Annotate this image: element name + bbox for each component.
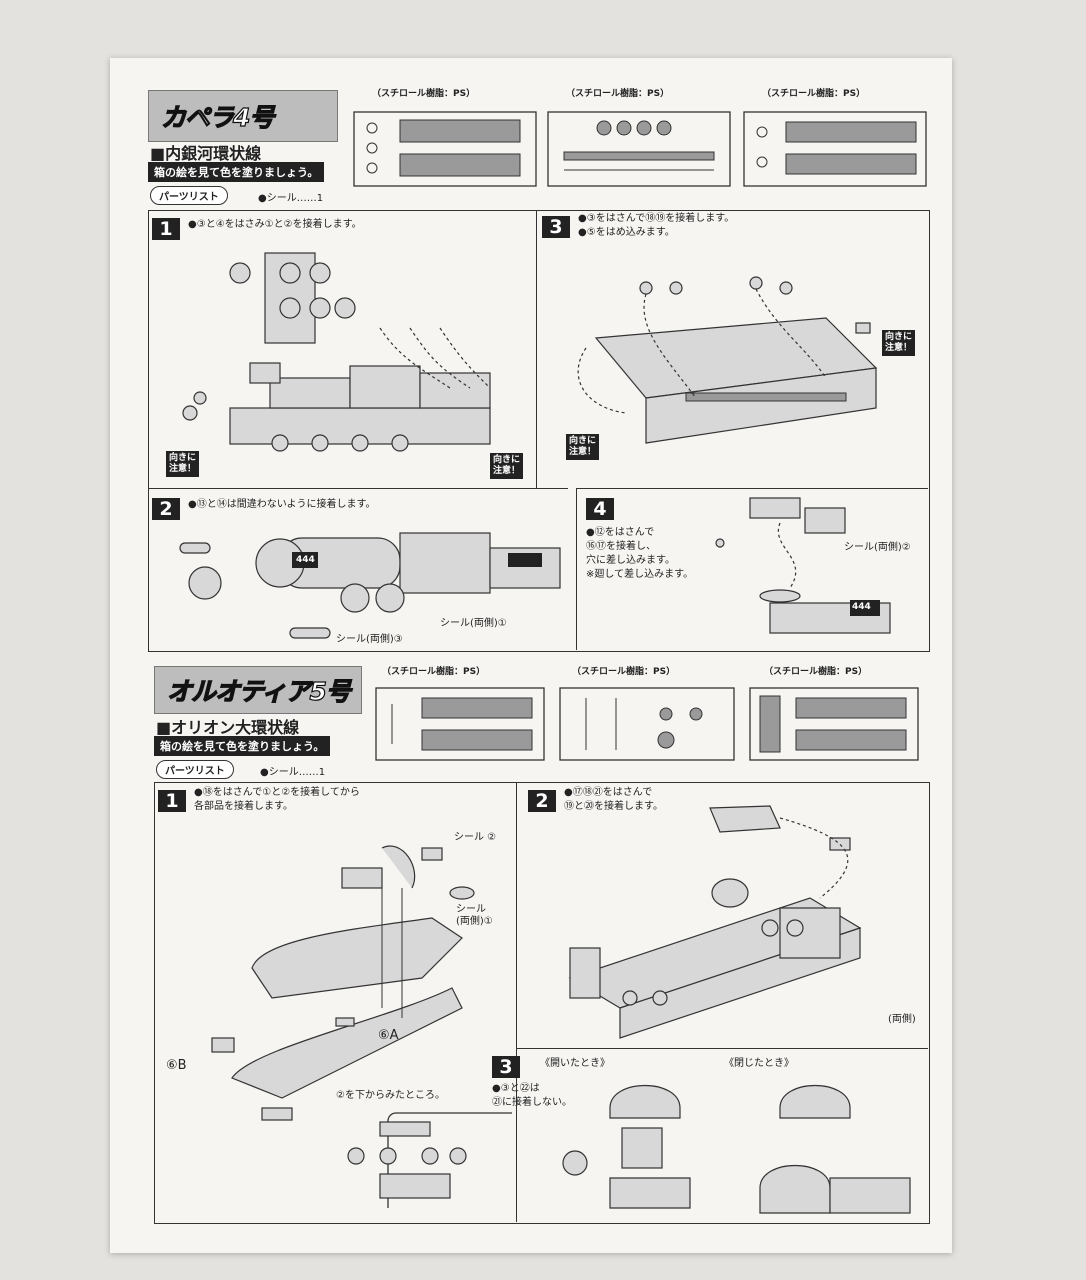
route-name: ■オリオン大環状線 [156, 718, 300, 737]
kit-title: カペラ4号 [160, 102, 275, 132]
paint-note: 箱の絵を見て色を塗りましょう。 [148, 162, 325, 182]
step-note: ●③をはさんで⑱⑲を接着します。 ●⑤をはめ込みます。 [578, 213, 735, 238]
seal-label: シール(両側)③ [336, 634, 403, 645]
step-note: ●⑱をはさんで①と②を接着してから 各部品を接着します。 [194, 787, 360, 812]
step-number: 3 [492, 1056, 520, 1078]
parts-list-label: パーツリスト [150, 186, 228, 205]
step-number: 1 [152, 218, 180, 240]
seal-count: ●シール……1 [260, 767, 326, 778]
step3-closed-hatch-illustration [759, 1084, 911, 1214]
seal-label: シール(両側)② [844, 542, 911, 553]
step2-car-assembly-illustration [568, 805, 862, 1039]
runner-material-label: （スチロール樹脂：PS） [566, 89, 670, 99]
runner-sprue-3 [743, 111, 927, 187]
runner-sprue-2 [547, 111, 731, 187]
runner-material-label: （スチロール樹脂：PS） [764, 667, 868, 677]
step-note: ●⑬と⑭は間違わないように接着します。 [188, 499, 376, 510]
step3-open-hatch-illustration [562, 1084, 691, 1209]
kit-title-box: オルオティア5号 [154, 666, 362, 714]
open-state-label: 《開いたとき》 [540, 1058, 610, 1069]
step1-locomotive-illustration [182, 252, 491, 452]
runner-material-label: （スチロール樹脂：PS） [382, 667, 486, 677]
step3-chassis-illustration [577, 276, 878, 444]
step-note: ●③と㉒は ㉑に接着しない。 [492, 1083, 572, 1108]
orientation-warning: 向きに注意！ [490, 453, 524, 479]
runner-sprue-1 [353, 111, 537, 187]
orientation-warning: 向きに注意！ [566, 434, 600, 460]
runner-material-label: （スチロール樹脂：PS） [372, 89, 476, 99]
step-number: 3 [542, 216, 570, 238]
kit-title: オルオティア5号 [166, 676, 351, 706]
parts-list-label: パーツリスト [156, 760, 234, 779]
runner-sprue-5 [559, 687, 735, 761]
kit-title-box: カペラ4号 [148, 90, 338, 142]
bottom-view-note: ②を下からみたところ。 [336, 1090, 445, 1101]
paint-note: 箱の絵を見て色を塗りましょう。 [154, 736, 331, 756]
plate-number: 444 [852, 602, 871, 612]
seal-label: シール(両側)① [440, 618, 507, 629]
seal-label: シール (両側)① [456, 904, 493, 927]
step-number: 2 [528, 790, 556, 812]
step1-ship-illustration [211, 845, 512, 1208]
bottom-view-illustration [347, 1121, 467, 1199]
step-number: 2 [152, 498, 180, 520]
runner-sprue-6 [749, 687, 919, 761]
step-note: ●⑰⑱㉑をはさんで ⑲と⑳を接着します。 [564, 787, 663, 812]
part-label: ⑥A [378, 1028, 399, 1043]
step-number: 1 [158, 790, 186, 812]
step-note: ●⑫をはさんで ⑯⑰を接着し、 穴に差し込みます。 ※廻して差し込みます。 [586, 527, 694, 580]
closed-state-label: 《閉じたとき》 [724, 1058, 794, 1069]
bottom-steps-frame [154, 782, 930, 1224]
part-label: ⑥B [166, 1058, 187, 1073]
step4-car-illustration [715, 497, 891, 634]
orientation-warning: 向きに注意！ [882, 330, 916, 356]
route-name: ■内銀河環状線 [150, 144, 262, 163]
both-sides-label: (両側) [888, 1014, 916, 1025]
step2-locomotive-side-illustration [179, 532, 561, 639]
runner-material-label: （スチロール樹脂：PS） [572, 667, 676, 677]
instruction-sheet: カペラ4号 ■内銀河環状線 箱の絵を見て色を塗りましょう。 パーツリスト ●シー… [110, 58, 952, 1253]
runner-sprue-4 [375, 687, 545, 761]
seal-count: ●シール……1 [258, 193, 324, 204]
runner-material-label: （スチロール樹脂：PS） [762, 89, 866, 99]
seal-label: シール ② [454, 832, 497, 843]
step-note: ●③と④をはさみ①と②を接着します。 [188, 219, 362, 230]
top-steps-frame [148, 210, 930, 652]
orientation-warning: 向きに注意！ [166, 451, 200, 477]
plate-number: 444 [296, 555, 315, 565]
step-number: 4 [586, 498, 614, 520]
